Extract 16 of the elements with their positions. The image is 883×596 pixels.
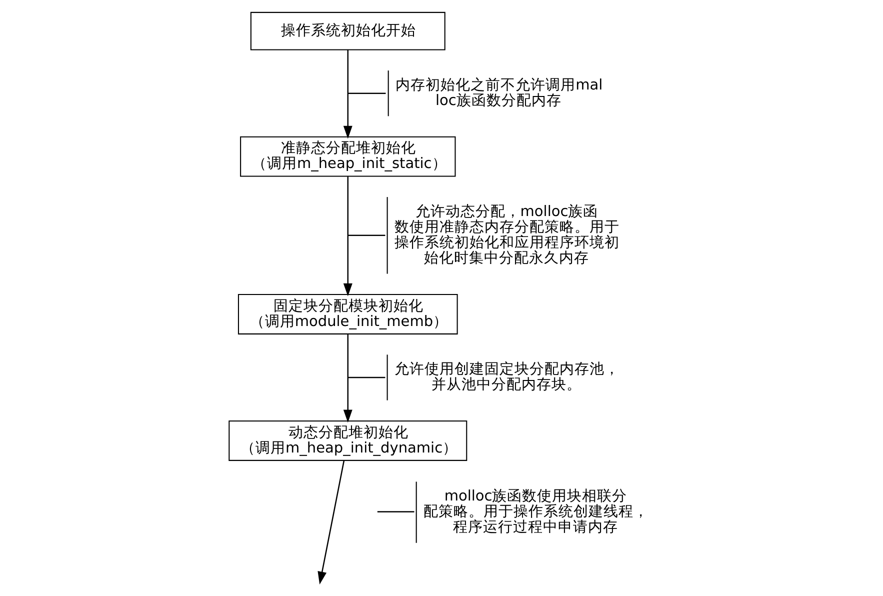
node-box: 操作系统初始化开始 [250, 12, 445, 50]
connector [348, 92, 386, 94]
node-box: 准静态分配堆初始化 （调用m_heap_init_static） [240, 136, 456, 177]
node-text: 允许动态分配，molloc族函数使用准静态内存分配策略。用于操作系统初始化和应用程序环境初始化时集中分配永久内存 [394, 204, 620, 267]
arrow [342, 176, 352, 296]
arrow [317, 460, 344, 584]
arrow [342, 50, 352, 139]
node-box: 动态分配堆初始化 （调用m_heap_init_dynamic） [228, 420, 467, 461]
node-text: molloc族函数使用块相联分配策略。用于操作系统创建线程，程序运行过程中申请内存 [423, 488, 648, 536]
connector [348, 234, 385, 236]
connector [376, 511, 414, 512]
arrow [342, 334, 352, 423]
connector [348, 376, 385, 378]
node-box: 固定块分配模块初始化 （调用module_init_memb） [237, 294, 458, 334]
node-text: 内存初始化之前不允许调用malloc族函数分配内存 [395, 77, 602, 109]
node-text: 允许使用创建固定块分配内存池，并从池中分配内存块。 [394, 362, 620, 394]
